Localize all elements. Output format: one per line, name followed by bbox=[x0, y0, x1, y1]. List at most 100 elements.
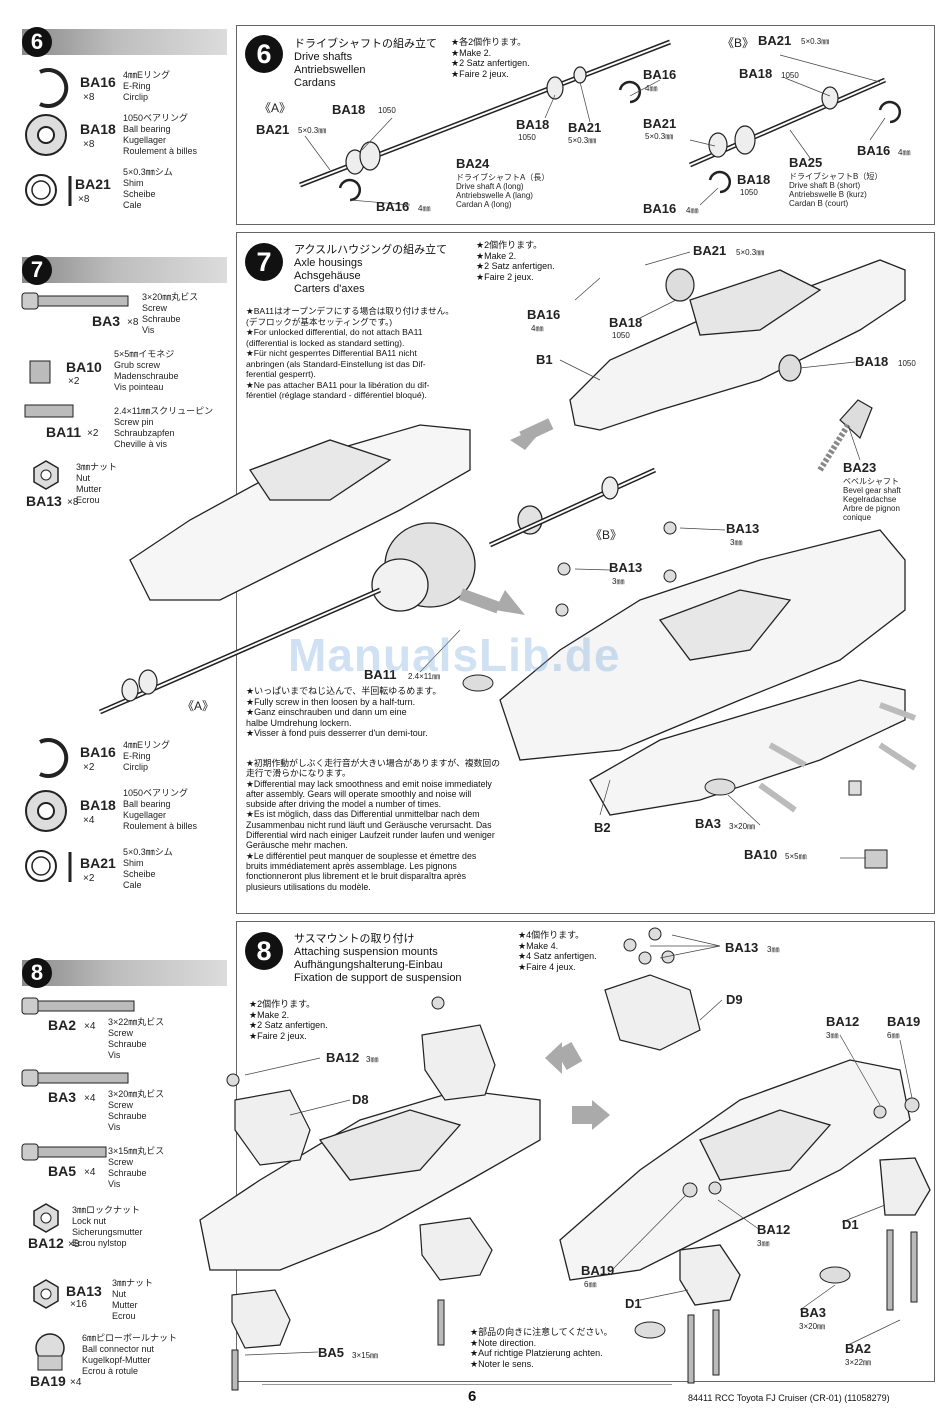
part-desc: 3×15㎜丸ビス Screw Schraube Vis bbox=[108, 1146, 165, 1189]
part-code: BA18 bbox=[80, 797, 116, 813]
ba18-size: 1050 bbox=[898, 359, 916, 368]
ba18-label: BA18 bbox=[516, 117, 550, 132]
part-qty: ×8 bbox=[68, 1239, 80, 1250]
ba12-size: 3㎜ bbox=[757, 1239, 770, 1248]
page-number: 6 bbox=[468, 1388, 477, 1405]
part-desc: 3㎜ナット Nut Mutter Ecrou bbox=[112, 1278, 154, 1321]
ba11-label: BA11 bbox=[364, 667, 397, 682]
part-code: BA3 bbox=[48, 1089, 77, 1105]
panel-8-direction-note: ★部品の向きに注意してください。 ★Note direction. ★Auf r… bbox=[470, 1327, 613, 1369]
ba10-size: 5×5㎜ bbox=[785, 852, 807, 861]
ba18-label: BA18 bbox=[855, 354, 889, 369]
variant-a-label: 《A》 bbox=[182, 699, 215, 713]
ba18-size: 1050 bbox=[378, 106, 396, 115]
d1-label: D1 bbox=[842, 1217, 859, 1232]
ba2-label: BA2 bbox=[845, 1341, 872, 1356]
ba23-label: BA23 bbox=[843, 460, 877, 475]
part-desc: 3㎜ナット Nut Mutter Ecrou bbox=[76, 462, 118, 505]
part-qty: ×4 bbox=[84, 1167, 96, 1178]
d8-label: D8 bbox=[352, 1092, 369, 1107]
ba12-size: 3㎜ bbox=[826, 1031, 839, 1040]
step-7-number: 7 bbox=[22, 255, 52, 285]
panel-6-number: 6 bbox=[245, 35, 283, 73]
panel-8-title: サスマウントの取り付け Attaching suspension mounts … bbox=[294, 933, 462, 984]
panel-8-frame bbox=[236, 921, 935, 1382]
footer-divider bbox=[262, 1384, 672, 1385]
part-desc: 3×20㎜丸ビス Screw Schraube Vis bbox=[108, 1089, 165, 1132]
step-6-number: 6 bbox=[22, 27, 52, 57]
part-code: BA11 bbox=[46, 424, 82, 440]
b1-label: B1 bbox=[536, 352, 553, 367]
ba21-size: 5×0.3㎜ bbox=[736, 248, 765, 257]
d1-label: D1 bbox=[625, 1296, 642, 1311]
ba21-size: 5×0.3㎜ bbox=[645, 132, 674, 141]
part-code: BA19 bbox=[30, 1373, 66, 1389]
ba5-size: 3×15㎜ bbox=[352, 1351, 379, 1360]
ba18-label: BA18 bbox=[737, 172, 771, 187]
ba16-size: 4㎜ bbox=[418, 204, 431, 213]
step-8-header: 8 bbox=[22, 958, 227, 988]
part-qty: ×8 bbox=[83, 92, 95, 103]
ba5-label: BA5 bbox=[318, 1345, 345, 1360]
ba18-label: BA18 bbox=[739, 66, 773, 81]
part-qty: ×4 bbox=[84, 1093, 96, 1104]
part-desc: 1050ベアリング Ball bearing Kugellager Roulem… bbox=[123, 788, 198, 831]
ba25-label: BA25 bbox=[789, 155, 823, 170]
part-qty: ×8 bbox=[83, 139, 95, 150]
part-qty: ×2 bbox=[68, 376, 80, 387]
ba21-label: BA21 bbox=[568, 120, 602, 135]
ba12-size: 3㎜ bbox=[366, 1055, 379, 1064]
part-desc: 4㎜Eリング E-Ring Circlip bbox=[123, 740, 171, 772]
panel-7-noise-note: ★初期作動がしぶく走行音が大きい場合がありますが、複数回の 走行で滑らかになりま… bbox=[246, 758, 501, 892]
part-qty: ×2 bbox=[87, 428, 99, 439]
d9-label: D9 bbox=[726, 992, 743, 1007]
part-code: BA18 bbox=[80, 121, 116, 137]
ba18-size: 1050 bbox=[612, 331, 630, 340]
ba21-size: 5×0.3㎜ bbox=[568, 136, 597, 145]
footer-product-code: 84411 RCC Toyota FJ Cruiser (CR-01) (110… bbox=[688, 1393, 890, 1403]
panel-8-make2-note: ★2個作ります。 ★Make 2. ★2 Satz anfertigen. ★F… bbox=[249, 999, 328, 1041]
ba18-size: 1050 bbox=[740, 188, 758, 197]
ba13-label: BA13 bbox=[609, 560, 643, 575]
ba18-size: 1050 bbox=[781, 71, 799, 80]
ba13-size: 3㎜ bbox=[730, 538, 743, 547]
part-code: BA12 bbox=[28, 1235, 64, 1251]
ba16-label: BA16 bbox=[527, 307, 561, 322]
part-qty: ×2 bbox=[83, 762, 95, 773]
ba12-label: BA12 bbox=[757, 1222, 791, 1237]
ba11-size: 2.4×11㎜ bbox=[408, 672, 441, 681]
part-code: BA10 bbox=[66, 359, 102, 375]
ba16-size: 4㎜ bbox=[898, 148, 911, 157]
panel-7-title: アクスルハウジングの組み立て Axle housings Achsgehäuse… bbox=[294, 244, 448, 295]
ba16-size: 4㎜ bbox=[531, 324, 544, 333]
part-code: BA5 bbox=[48, 1163, 77, 1179]
ba16-label: BA16 bbox=[643, 67, 677, 82]
ba13-label: BA13 bbox=[725, 940, 759, 955]
ba21-label: BA21 bbox=[256, 122, 290, 137]
ba3-label: BA3 bbox=[800, 1305, 827, 1320]
variant-b-label: 《B》 bbox=[722, 36, 755, 50]
part-desc: 4㎜Eリング E-Ring Circlip bbox=[123, 70, 171, 102]
part-qty: ×2 bbox=[83, 873, 95, 884]
variant-b-label: 《B》 bbox=[590, 528, 623, 542]
panel-6-frame bbox=[236, 25, 935, 225]
part-desc: 2.4×11㎜スクリューピン Screw pin Schraubzapfen C… bbox=[114, 406, 214, 449]
ba18-label: BA18 bbox=[332, 102, 366, 117]
part-code: BA13 bbox=[66, 1283, 102, 1299]
ba12-label: BA12 bbox=[826, 1014, 860, 1029]
ba23-desc: ベベルシャフト Bevel gear shaft Kegelradachse A… bbox=[843, 477, 901, 522]
ba19-size: 6㎜ bbox=[887, 1031, 900, 1040]
part-code: BA16 bbox=[80, 744, 116, 760]
ba16-label: BA16 bbox=[643, 201, 677, 216]
panel-7-diff-note: ★BA11はオープンデフにする場合は取り付けません。 (デフロックが基本セッティ… bbox=[246, 306, 454, 400]
b2-label: B2 bbox=[594, 820, 611, 835]
part-desc: 3×20㎜丸ビス Screw Schraube Vis bbox=[142, 292, 199, 335]
panel-7-screw-note: ★いっぱいまでねじ込んで、半回転ゆるめます。 ★Fully screw in t… bbox=[246, 686, 442, 738]
watermark: ManualsLib.de bbox=[288, 629, 621, 681]
part-code: BA13 bbox=[26, 493, 62, 509]
ba21-size: 5×0.3㎜ bbox=[801, 37, 830, 46]
part-code: BA16 bbox=[80, 74, 116, 90]
panel-6-title: ドライブシャフトの組み立て Drive shafts Antriebswelle… bbox=[294, 38, 437, 89]
ba25-desc: ドライブシャフトB（短） Drive shaft B (short) Antri… bbox=[789, 172, 883, 208]
part-desc: 5×0.3㎜シム Shim Scheibe Cale bbox=[123, 847, 173, 890]
